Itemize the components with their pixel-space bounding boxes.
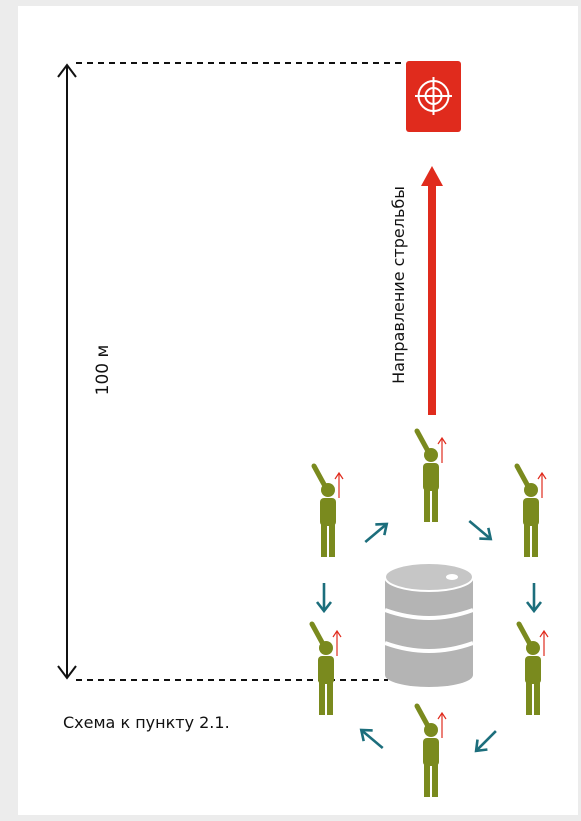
rotation-arrow bbox=[463, 514, 497, 546]
shooter-figure bbox=[517, 466, 546, 557]
rotation-arrow bbox=[359, 517, 393, 549]
shooter-figure bbox=[314, 466, 343, 557]
rotation-arrow bbox=[315, 581, 333, 613]
barrel-icon bbox=[384, 562, 474, 687]
crosshair-target-icon bbox=[406, 61, 461, 132]
shooter-figure bbox=[519, 624, 548, 715]
direction-arrow bbox=[421, 166, 443, 415]
distance-label: 100 м bbox=[93, 345, 113, 396]
direction-label: Направление стрельбы bbox=[389, 186, 408, 384]
rotation-arrow bbox=[355, 723, 389, 755]
shooter-figure bbox=[312, 624, 341, 715]
rotation-arrow bbox=[469, 724, 503, 758]
distance-arrow bbox=[57, 63, 77, 680]
shooter-figure bbox=[417, 706, 446, 797]
shooter-figure bbox=[417, 431, 446, 522]
diagram-caption: Схема к пункту 2.1. bbox=[63, 713, 230, 732]
rotation-arrow bbox=[525, 581, 543, 613]
